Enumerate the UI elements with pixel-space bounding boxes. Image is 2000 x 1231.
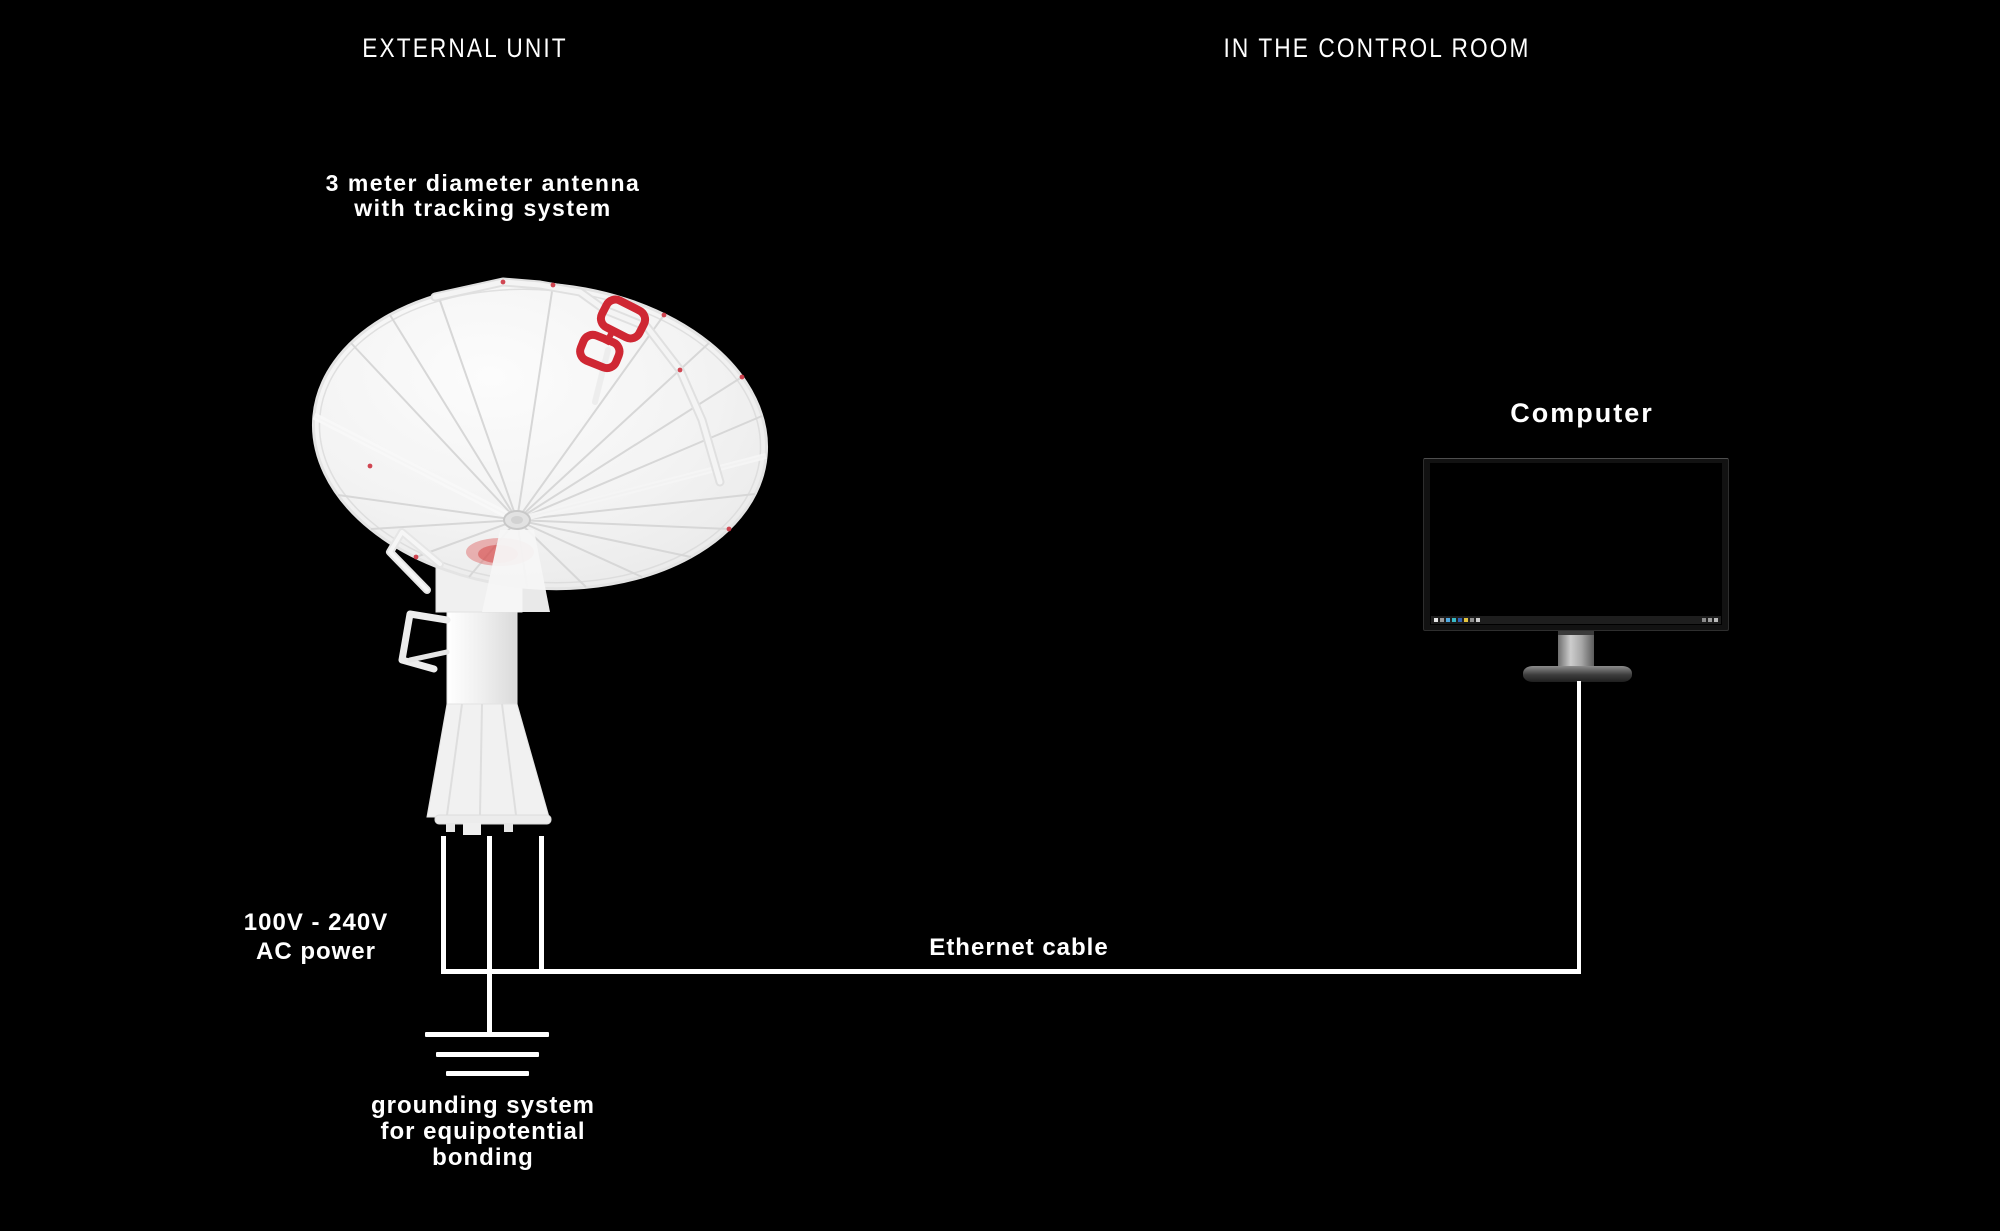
- grounding-caption-line1: grounding system: [370, 1092, 596, 1119]
- section-title-control-room: IN THE CONTROL ROOM: [1223, 33, 1531, 63]
- taskbar-icon: [1464, 618, 1468, 622]
- grounding-caption: grounding system for equipotential bondi…: [371, 1093, 595, 1171]
- antenna-dish: [311, 281, 769, 612]
- taskbar-icon: [1434, 618, 1438, 622]
- taskbar-tray-icons: [1702, 618, 1718, 622]
- monitor-stand-base: [1523, 666, 1632, 682]
- monitor-taskbar: [1431, 616, 1721, 624]
- monitor-stand-neck: [1558, 631, 1594, 668]
- power-caption: 100V - 240V AC power: [244, 908, 388, 966]
- taskbar-app-icons: [1434, 618, 1480, 622]
- antenna-caption-line1: 3 meter diameter antenna: [325, 170, 641, 196]
- grounding-bar-short: [446, 1071, 529, 1076]
- antenna-illustration: [311, 277, 769, 835]
- monitor-cable: [1577, 681, 1581, 971]
- taskbar-icon: [1440, 618, 1444, 622]
- taskbar-icon: [1470, 618, 1474, 622]
- antenna-pedestal: [426, 543, 552, 835]
- taskbar-icon: [1476, 618, 1480, 622]
- taskbar-icon: [1702, 618, 1706, 622]
- grounding-bar-medium: [436, 1052, 539, 1057]
- antenna-caption: 3 meter diameter antenna with tracking s…: [326, 171, 641, 221]
- grounding-cable: [487, 836, 492, 1034]
- power-caption-line2: AC power: [255, 938, 376, 965]
- grounding-caption-line3: bonding: [432, 1144, 534, 1171]
- computer-monitor-illustration: [1423, 458, 1729, 631]
- grounding-caption-line2: for equipotential: [380, 1118, 586, 1145]
- taskbar-icon: [1452, 618, 1456, 622]
- taskbar-icon: [1708, 618, 1712, 622]
- taskbar-icon: [1714, 618, 1718, 622]
- feed-clamp: [576, 295, 650, 373]
- ethernet-cable-run: [441, 969, 1581, 974]
- ethernet-caption: Ethernet cable: [929, 934, 1109, 961]
- computer-caption: Computer: [1510, 398, 1654, 428]
- taskbar-icon: [1446, 618, 1450, 622]
- antenna-caption-line2: with tracking system: [354, 195, 612, 221]
- taskbar-icon: [1458, 618, 1462, 622]
- grounding-bar-long: [425, 1032, 549, 1037]
- monitor-screen: [1430, 463, 1722, 625]
- section-title-external-unit: EXTERNAL UNIT: [362, 33, 568, 63]
- rivet-dots: [367, 279, 745, 560]
- antenna-ethernet-drop-cable: [539, 836, 544, 973]
- ac-power-cable: [441, 836, 446, 973]
- power-caption-line1: 100V - 240V: [243, 909, 389, 936]
